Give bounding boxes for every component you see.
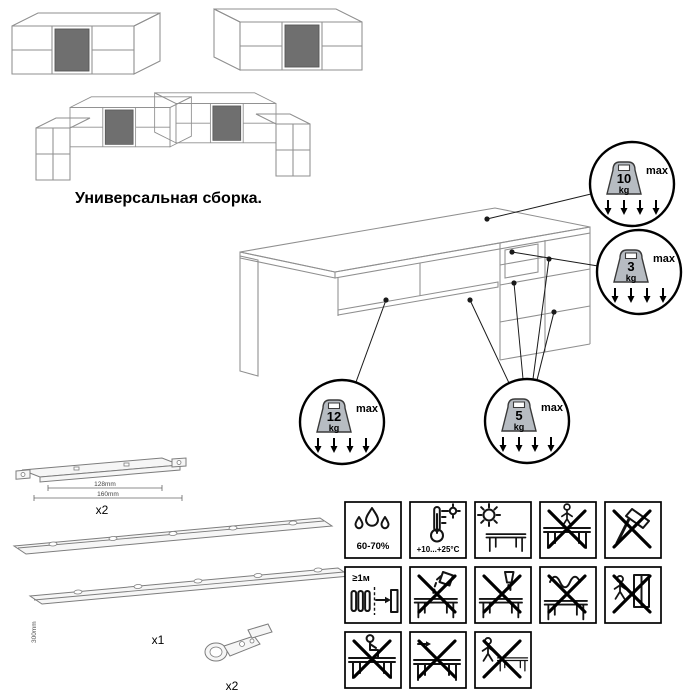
humidity-icon: 60-70%	[344, 501, 402, 559]
temperature-icon: +10...+25°C	[409, 501, 467, 559]
badge-note: max	[541, 402, 564, 414]
drawer-front	[504, 243, 539, 279]
no-carrying-alone-icon	[604, 566, 662, 624]
drawer-slides-part: 300mm x1	[12, 517, 352, 647]
heat-source-distance-icon: ≥1м	[344, 566, 402, 624]
no-hammer-icon	[604, 501, 662, 559]
load-badge-shelves-right: 5 kg max	[483, 377, 571, 465]
slides-qty: x1	[152, 633, 165, 647]
slides-length: 300mm	[31, 621, 38, 643]
badge-note: max	[653, 253, 676, 265]
hinge-part: x2	[204, 623, 273, 693]
bracket-dim-inner: 128mm	[94, 481, 116, 488]
page-title: Универсальная сборка.	[75, 190, 262, 207]
temperature-label: +10...+25°C	[417, 545, 460, 554]
desk-diagram	[239, 207, 591, 377]
furniture-variant-2	[213, 8, 363, 71]
bracket-part: 128mm 160mm x2	[15, 457, 187, 517]
furniture-variant-4	[155, 93, 310, 176]
badge-unit: kg	[329, 423, 340, 433]
badge-note: max	[356, 403, 379, 415]
distance-label: ≥1м	[352, 573, 370, 584]
load-badge-drawer: 3 kg max	[595, 228, 683, 316]
no-sitting-icon	[344, 631, 402, 689]
no-standing-on-table-icon	[539, 501, 597, 559]
badge-unit: kg	[619, 185, 630, 195]
no-dragging-icon	[474, 631, 532, 689]
bracket-qty: x2	[96, 503, 109, 517]
no-liquids-on-surface-icon	[474, 566, 532, 624]
badge-note: max	[646, 165, 669, 177]
no-hot-objects-icon	[539, 566, 597, 624]
humidity-label: 60-70%	[357, 541, 390, 552]
hinge-qty: x2	[226, 679, 239, 693]
badge-value: 12	[327, 409, 341, 424]
load-badge-shelf-left: 12 kg max	[298, 378, 386, 466]
bracket-dim-outer: 160mm	[97, 491, 119, 498]
badge-unit: kg	[626, 273, 637, 283]
no-moving-assembled-icon	[409, 631, 467, 689]
badge-unit: kg	[514, 422, 525, 432]
no-pouring-liquids-icon	[409, 566, 467, 624]
furniture-variant-1	[11, 12, 161, 75]
load-badge-desktop: 10 kg max	[588, 140, 676, 228]
callout-lines	[355, 193, 599, 384]
badge-value: 10	[617, 171, 631, 186]
badge-value: 3	[627, 259, 634, 274]
badge-value: 5	[515, 408, 522, 423]
direct-sunlight-icon	[474, 501, 532, 559]
